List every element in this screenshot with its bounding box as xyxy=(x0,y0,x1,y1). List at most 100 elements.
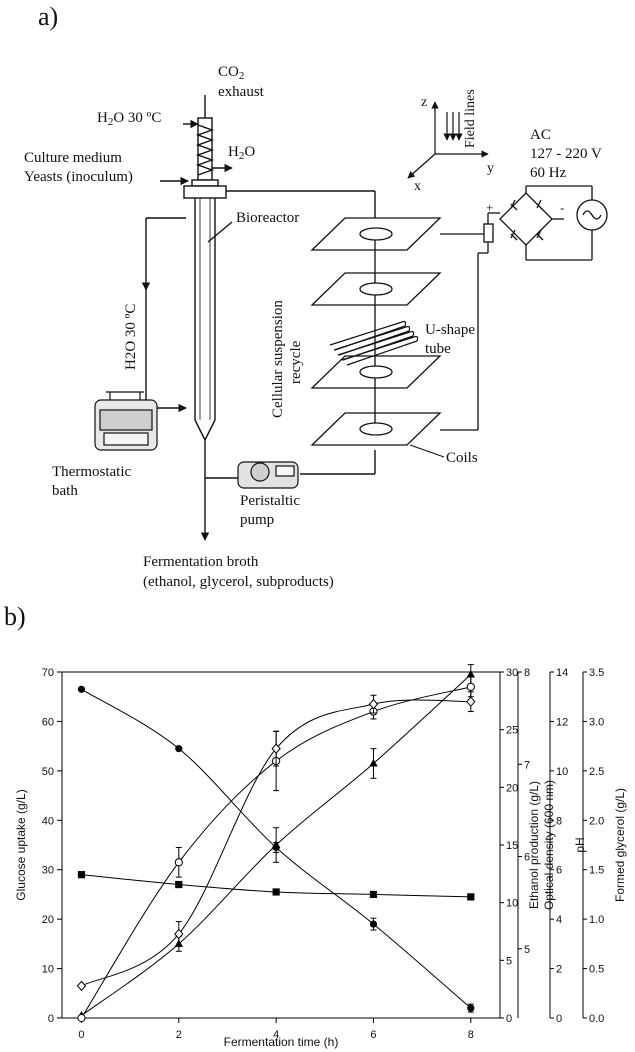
y-tick-label-ethanol: 25 xyxy=(506,725,518,737)
data-point xyxy=(77,1011,86,1019)
data-point xyxy=(272,756,281,766)
y-tick-label-ethanol: 10 xyxy=(506,898,518,910)
voltage-label: 127 - 220 V xyxy=(530,146,602,162)
pump-label: pump xyxy=(240,512,274,528)
data-point xyxy=(174,858,183,867)
y-tick-label-glycerol: 1.0 xyxy=(589,914,604,926)
y-tick-label-ethanol: 0 xyxy=(506,1013,512,1025)
tube-label: tube xyxy=(425,341,451,357)
y-tick-label-ph: 14 xyxy=(556,667,568,679)
y-tick-label-glucose: 0 xyxy=(48,1013,54,1025)
data-point xyxy=(77,1013,86,1023)
series-line-open-circle xyxy=(81,686,471,1019)
field-lines-label: Field lines xyxy=(463,89,478,148)
ac-label: AC xyxy=(530,127,551,143)
y-tick-label-od: 6 xyxy=(524,852,530,864)
y-tick-label-glycerol: 3.0 xyxy=(589,716,604,728)
data-point xyxy=(174,939,183,947)
co2-label: CO2 xyxy=(218,64,244,82)
circuit-wiring xyxy=(440,185,608,431)
data-point xyxy=(369,890,378,899)
x-tick-label: 6 xyxy=(370,1029,376,1041)
thermostatic-bath xyxy=(94,391,158,451)
minus-label: - xyxy=(560,200,564,215)
y-tick-label-glucose: 30 xyxy=(42,865,54,877)
bioreactor-column xyxy=(125,176,376,541)
y-tick-label-od: 7 xyxy=(524,759,530,771)
y-tick-label-glucose: 70 xyxy=(42,667,54,679)
frequency-label: 60 Hz xyxy=(530,165,567,181)
y-tick-label-ph: 0 xyxy=(556,1013,562,1025)
data-point xyxy=(175,880,183,889)
peristaltic-label: Peristaltic xyxy=(240,493,300,509)
y-tick-label-od: 8 xyxy=(524,667,530,679)
y-tick-label-ethanol: 5 xyxy=(506,955,512,967)
data-point xyxy=(369,758,378,767)
culture-medium-label: Culture medium xyxy=(24,150,122,166)
data-point xyxy=(271,840,281,848)
y-tick-label-ethanol: 20 xyxy=(506,782,518,794)
data-point xyxy=(467,893,475,901)
y-tick-label-ph: 4 xyxy=(556,914,562,926)
exhaust-label: exhaust xyxy=(218,84,265,100)
y-tick-label-ethanol: 30 xyxy=(506,667,518,679)
x-tick-label: 4 xyxy=(273,1029,279,1041)
yeasts-label: Yeasts (inoculum) xyxy=(24,169,133,185)
y-tick-label-od: 5 xyxy=(524,944,530,956)
data-point xyxy=(77,685,86,693)
data-point xyxy=(175,745,183,753)
data-point xyxy=(466,682,475,691)
x-tick-label: 0 xyxy=(78,1029,84,1041)
y-axis-title-glucose: Glucose uptake (g/L) xyxy=(14,789,28,900)
y-tick-label-glucose: 10 xyxy=(42,964,54,976)
x-axis-title: Fermentation time (h) xyxy=(224,1035,339,1049)
panel-b-label: b) xyxy=(4,602,26,631)
y-tick-label-glucose: 20 xyxy=(42,914,54,926)
data-point xyxy=(77,871,86,879)
y-tick-label-glycerol: 1.5 xyxy=(589,865,604,877)
coil-plates xyxy=(310,217,442,446)
bioreactor-label: Bioreactor xyxy=(236,210,299,226)
y-tick-label-glycerol: 3.5 xyxy=(589,667,604,679)
y-tick-label-ph: 6 xyxy=(556,865,562,877)
recycle-label-1: Cellular suspension xyxy=(270,300,286,418)
data-point xyxy=(467,1004,475,1012)
y-tick-label-glucose: 60 xyxy=(42,716,54,728)
condenser xyxy=(183,95,233,187)
y-tick-label-glycerol: 2.5 xyxy=(589,766,604,778)
y-tick-label-ph: 2 xyxy=(556,964,562,976)
y-tick-label-glucose: 40 xyxy=(42,815,54,827)
data-point xyxy=(174,928,184,940)
y-tick-label-ethanol: 15 xyxy=(506,840,518,852)
y-tick-label-glucose: 50 xyxy=(42,766,54,778)
y-tick-label-ph: 12 xyxy=(556,716,568,728)
coils-label: Coils xyxy=(446,450,478,466)
h2o-out-label: H2O xyxy=(228,144,255,162)
y-axis-title-ethanol: Ethanol production (g/L) xyxy=(527,781,541,909)
data-point xyxy=(369,707,378,716)
recycle-label-2: recycle xyxy=(288,340,304,384)
series-line-open-diamond xyxy=(81,699,471,987)
y-tick-label-ph: 10 xyxy=(556,766,568,778)
h2o-side-label: H2O 30 ºC xyxy=(123,304,139,370)
setup-diagram: CO2 exhaust H2O 30 ºC H2O Culture medium… xyxy=(24,64,608,590)
field-axes xyxy=(407,101,489,179)
panel-a-label: a) xyxy=(38,2,59,31)
x-tick-label: 8 xyxy=(468,1029,474,1041)
series-line-filled-square xyxy=(81,874,471,898)
data-point xyxy=(368,698,379,710)
series-line-filled-circle xyxy=(81,688,472,1009)
h2o-in-label: H2O 30 ºC xyxy=(97,110,161,128)
data-point xyxy=(272,888,280,896)
data-point xyxy=(466,696,476,707)
broth-contents-label: (ethanol, glycerol, subproducts) xyxy=(143,574,334,590)
axis-z-label: z xyxy=(421,95,427,110)
y-tick-label-glycerol: 0.5 xyxy=(589,964,604,976)
y-tick-label-glycerol: 2.0 xyxy=(589,815,604,827)
u-shape-tube xyxy=(329,320,419,366)
data-point xyxy=(466,669,475,678)
data-point xyxy=(271,743,281,754)
axis-x-label: x xyxy=(414,179,421,194)
plus-label: + xyxy=(486,200,493,215)
u-shape-label: U-shape xyxy=(425,322,475,338)
